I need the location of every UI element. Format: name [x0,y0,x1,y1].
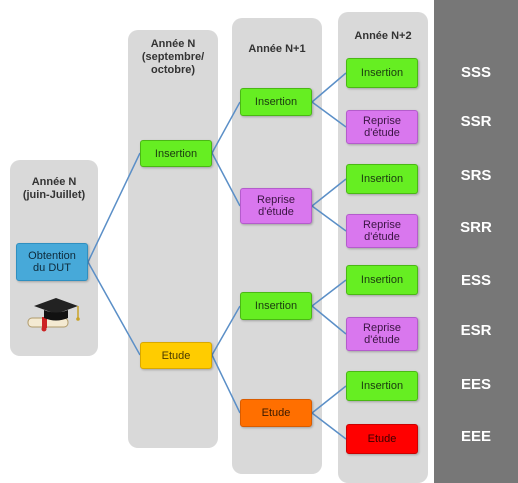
code-3: SRS [460,167,492,184]
code-4: SRR [460,219,492,236]
node-n2-reprise-3: Reprise d'étude [346,317,418,351]
node-n2-reprise-2: Reprise d'étude [346,214,418,248]
outcome-codes-panel: SSS SSR SRS SRR ESS ESR EES EEE [434,0,518,483]
node-n-insertion: Insertion [140,140,212,167]
node-n1-reprise-a: Reprise d'étude [240,188,312,224]
node-n2-insertion-1: Insertion [346,58,418,88]
node-n1-etude-b: Etude [240,399,312,427]
node-obtention-dut: Obtention du DUT [16,243,88,281]
code-8: EEE [460,428,491,445]
node-n1-insertion-a: Insertion [240,88,312,116]
node-n1-insertion-b: Insertion [240,292,312,320]
node-n2-insertion-4: Insertion [346,371,418,401]
node-n-etude: Etude [140,342,212,369]
node-n2-etude: Etude [346,424,418,454]
node-n2-insertion-3: Insertion [346,265,418,295]
code-1: SSS [460,64,491,81]
code-5: ESS [460,272,491,289]
code-2: SSR [460,113,492,130]
node-n2-reprise-1: Reprise d'étude [346,110,418,144]
header-annee-n-juin: Année N (juin-Juillet) [22,176,86,201]
code-7: EES [460,376,491,393]
code-6: ESR [460,322,492,339]
header-annee-n1: Année N+1 [248,43,306,55]
node-n2-insertion-2: Insertion [346,164,418,194]
header-annee-n-sept: Année N (septembre/ octobre) [141,38,205,76]
header-annee-n2: Année N+2 [354,30,412,42]
column-annee-n-sept [128,30,218,448]
graduation-cap-diploma-icon [27,298,80,332]
